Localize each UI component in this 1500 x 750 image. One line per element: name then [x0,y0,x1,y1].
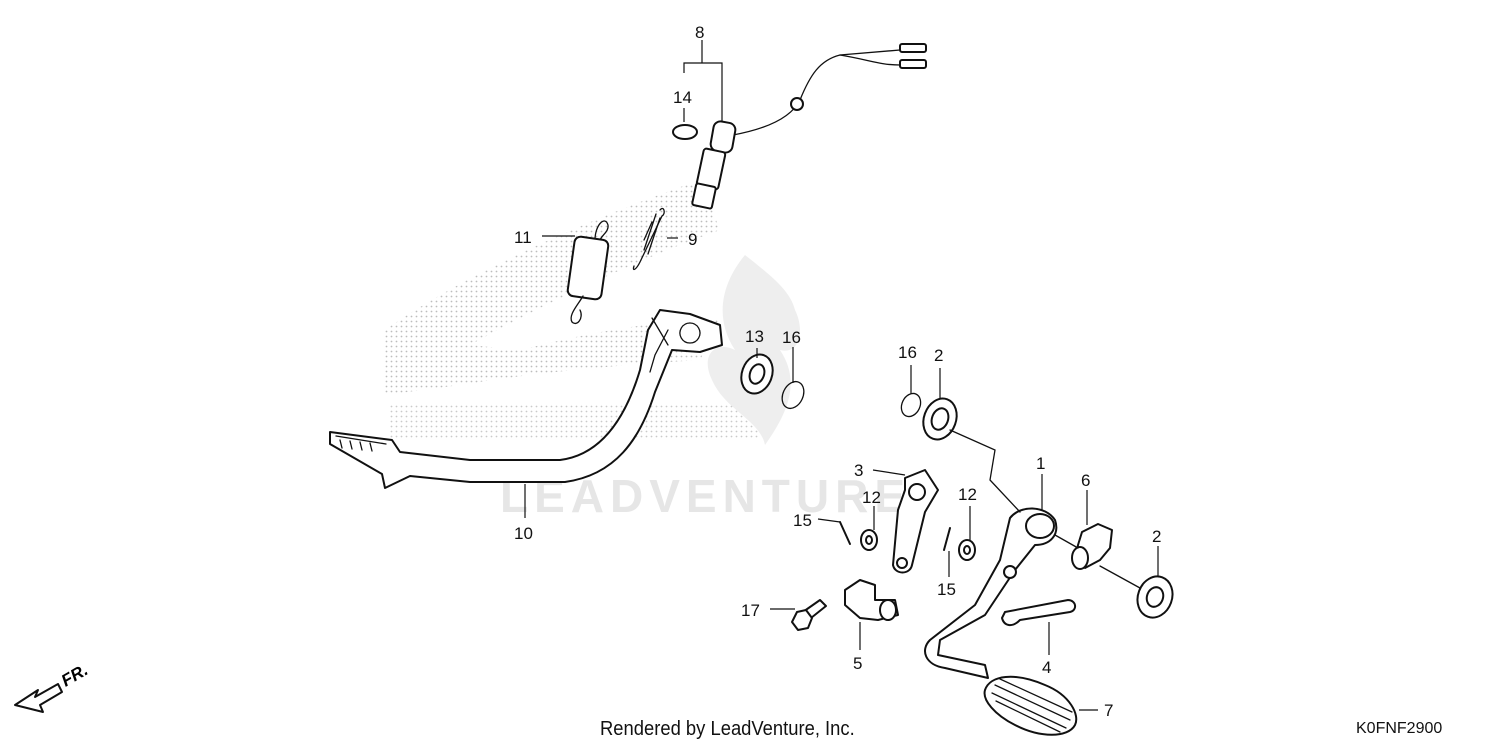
callout-6: 6 [1081,471,1090,490]
callout-12-right: 12 [958,485,977,504]
cotter-pin-left[interactable] [839,521,851,545]
callout-1: 1 [1036,454,1045,473]
render-credit: Rendered by LeadVenture, Inc. [600,718,855,740]
front-direction-arrow-icon [14,683,63,713]
callout-9: 9 [688,230,697,249]
shift-link-rod[interactable] [1001,599,1076,626]
cotter-pin-right[interactable] [943,527,951,551]
return-spring-small[interactable] [632,207,665,271]
brake-pedal[interactable] [329,309,723,489]
stop-switch-assembly[interactable] [691,43,927,210]
return-spring-large[interactable] [566,220,610,325]
pedal-washer[interactable] [736,350,778,398]
circlip-shift[interactable] [898,390,924,419]
dust-seal-upper[interactable] [918,394,962,444]
callout-4: 4 [1042,658,1051,677]
gearshift-arm[interactable] [892,469,939,574]
callout-14: 14 [673,88,692,107]
callout-7: 7 [1104,701,1113,720]
callout-13: 13 [745,327,764,346]
callout-16-pedal: 16 [782,328,801,347]
washer-right[interactable] [958,539,976,561]
callout-2-lower: 2 [1152,527,1161,546]
circlip-pedal[interactable] [778,378,808,412]
callout-15-right: 15 [937,580,956,599]
flange-bolt[interactable] [791,599,827,631]
callout-17: 17 [741,601,760,620]
callout-labels: 8 14 9 11 13 16 16 2 3 12 15 12 15 1 6 2… [514,23,1161,720]
callout-15-left: 15 [793,511,812,530]
dust-seal-lower[interactable] [1132,571,1178,622]
link-pivot-right[interactable] [1071,523,1113,570]
callout-16-shift: 16 [898,343,917,362]
callout-3: 3 [854,461,863,480]
callout-2-upper: 2 [934,346,943,365]
callout-10: 10 [514,524,533,543]
callout-leaders [524,40,1159,711]
gearshift-pedal[interactable] [924,507,1058,679]
switch-cap[interactable] [672,124,698,140]
callout-5: 5 [853,654,862,673]
callout-12-left: 12 [862,488,881,507]
shift-pedal-rubber[interactable] [983,675,1078,736]
washer-left[interactable] [860,529,878,551]
link-pivot-left[interactable] [844,579,899,621]
diagram-code: K0FNF2900 [1356,720,1443,737]
stippled-wing-emblem [385,180,760,440]
callout-11: 11 [514,228,532,247]
watermark: LEADVENTURE [500,255,905,522]
assembly-guide-lines [949,429,1141,589]
callout-8: 8 [695,23,704,42]
